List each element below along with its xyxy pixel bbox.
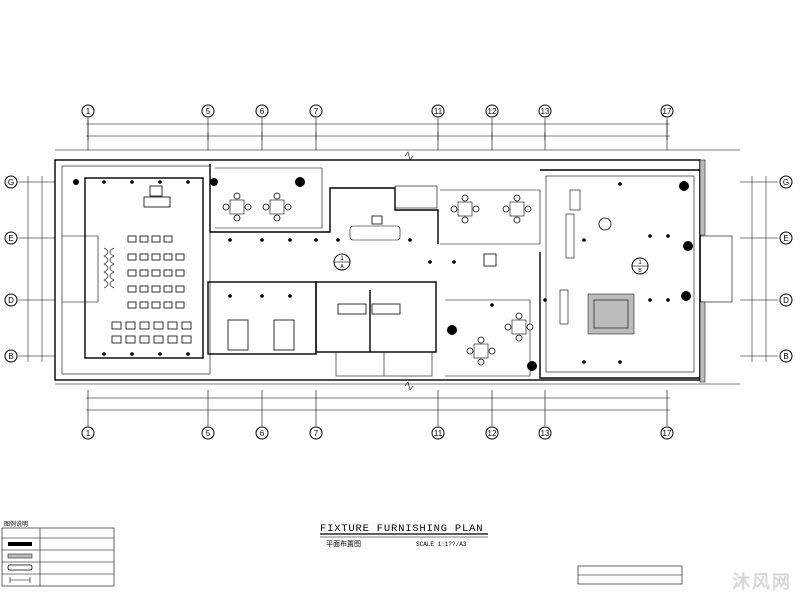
axis-label-top-7: 7 — [314, 107, 319, 116]
axis-label-bottom-1: 1 — [86, 429, 91, 438]
legend-block: 图例说明 — [1, 520, 115, 587]
top-axis-bubbles: 1 5 6 7 11 12 13 17 — [81, 104, 674, 150]
axis-label-top-6: 6 — [260, 107, 265, 116]
building-walls — [54, 159, 733, 383]
axis-label-top-11: 11 — [434, 107, 443, 116]
legend-title: 图例说明 — [4, 520, 28, 528]
bottom-axis-bubbles: 1 5 6 7 11 12 13 17 — [55, 383, 740, 440]
plant-decor — [73, 177, 693, 371]
axis-label-right-B: B — [783, 352, 788, 361]
classroom-seating — [103, 185, 192, 344]
axis-label-bottom-5: 5 — [206, 429, 211, 438]
section-callouts: 1 A 1 B — [333, 253, 649, 275]
axis-label-bottom-7: 7 — [314, 429, 319, 438]
axis-label-bottom-11: 11 — [434, 429, 443, 438]
axis-label-bottom-6: 6 — [260, 429, 265, 438]
axis-label-top-5: 5 — [206, 107, 211, 116]
axis-label-right-E: E — [783, 234, 788, 243]
drawing-stamp — [577, 565, 683, 585]
site-watermark: 沐风网 — [732, 572, 792, 592]
plan-subtitle: 平面布置图 — [326, 539, 361, 548]
axis-label-left-G: G — [8, 178, 14, 187]
callout-1-sub: A — [340, 264, 344, 270]
axis-label-right-G: G — [783, 178, 789, 187]
callout-2-number: 1 — [638, 260, 642, 266]
axis-label-top-12: 12 — [488, 107, 497, 116]
axis-label-left-D: D — [8, 296, 14, 305]
axis-label-top-17: 17 — [663, 107, 672, 116]
axis-label-bottom-17: 17 — [663, 429, 672, 438]
axis-label-right-D: D — [783, 296, 789, 305]
break-mark-top — [404, 151, 414, 161]
callout-1-number: 1 — [340, 256, 344, 262]
seat-rows — [111, 235, 192, 344]
axis-label-left-B: B — [8, 352, 13, 361]
axis-label-bottom-12: 12 — [488, 429, 497, 438]
top-dimension-lines — [55, 120, 740, 151]
break-mark-bottom — [404, 381, 414, 391]
meeting-tables — [222, 189, 635, 366]
callout-2-sub: B — [638, 268, 642, 274]
axis-label-top-13: 13 — [541, 107, 550, 116]
plan-title: FIXTURE FURNISHING PLAN — [320, 523, 483, 535]
axis-label-left-E: E — [8, 234, 13, 243]
side-axis-bubbles: G E D B G E D B — [4, 175, 793, 363]
ceiling-lights — [102, 180, 670, 364]
plan-title-block: FIXTURE FURNISHING PLAN 平面布置图 SCALE 1:1?… — [320, 523, 488, 548]
plan-scale: SCALE 1:1??/A3 — [416, 541, 467, 548]
axis-label-top-1: 1 — [86, 107, 91, 116]
axis-label-bottom-13: 13 — [541, 429, 550, 438]
